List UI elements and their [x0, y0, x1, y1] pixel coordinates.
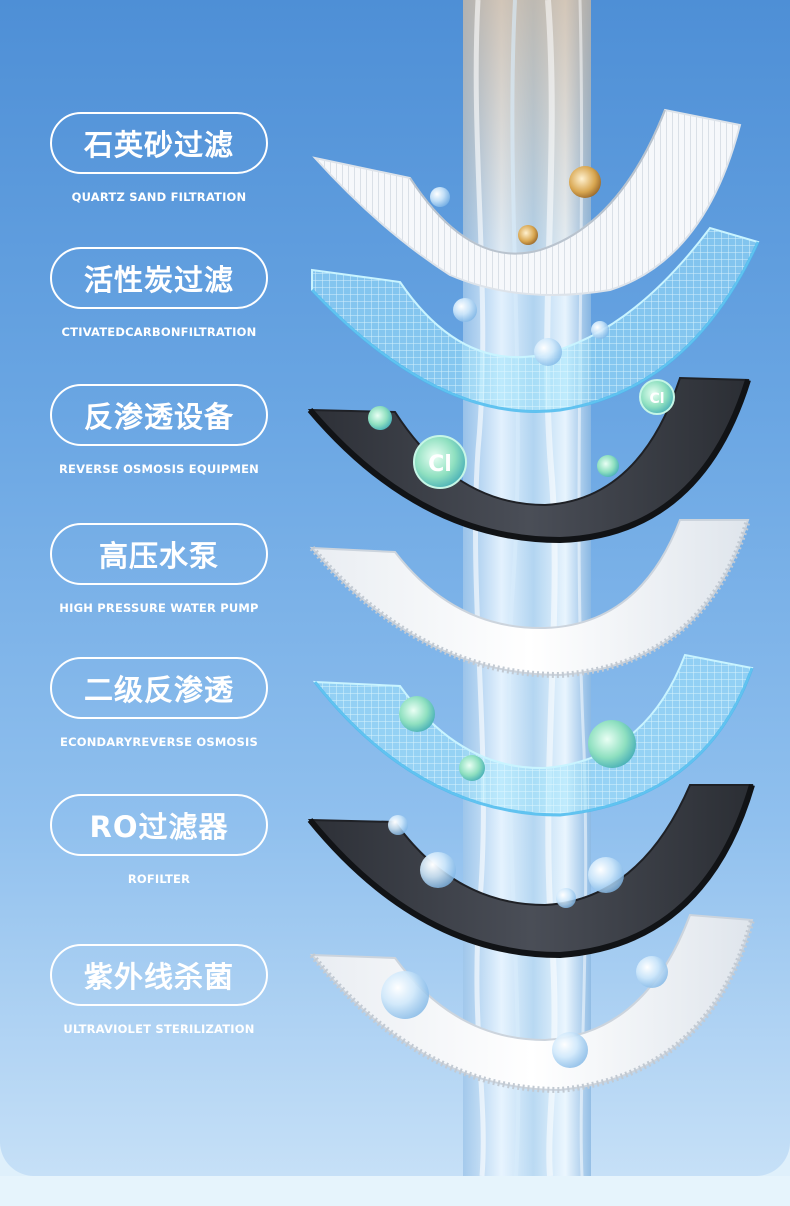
stage-subtitle: ECONDARYREVERSE OSMOSIS	[60, 735, 258, 749]
layer-reverse-osmosis	[307, 376, 751, 544]
stage-subtitle: ROFILTER	[127, 872, 191, 886]
layer-quartz-sand	[312, 108, 742, 296]
stage-secondary-reverse-osmosis: 二级反渗透 ECONDARYREVERSE OSMOSIS	[50, 657, 268, 749]
filtration-panel: Cl Cl 石英砂过滤 QUARTZ SAND FILTRATION 活性炭过滤…	[0, 0, 790, 1176]
stage-reverse-osmosis: 反渗透设备 REVERSE OSMOSIS EQUIPMEN	[50, 384, 268, 476]
particles	[368, 166, 668, 1068]
water-column	[463, 0, 591, 1176]
chlorine-label-left: Cl	[428, 452, 452, 477]
layer-activated-carbon	[310, 226, 760, 413]
layer-secondary-reverse-osmosis	[312, 653, 754, 817]
stage-ro-filter: RO过滤器 ROFILTER	[50, 794, 268, 886]
chlorine-molecule-left: Cl	[413, 435, 467, 489]
stage-subtitle: HIGH PRESSURE WATER PUMP	[59, 601, 259, 615]
stage-title: RO过滤器	[50, 794, 268, 856]
stage-subtitle: CTIVATEDCARBONFILTRATION	[61, 325, 257, 339]
stage-title: 高压水泵	[50, 523, 268, 585]
stage-subtitle: QUARTZ SAND FILTRATION	[71, 190, 247, 204]
chlorine-label-right: Cl	[649, 391, 664, 407]
stage-activated-carbon: 活性炭过滤 CTIVATEDCARBONFILTRATION	[50, 247, 268, 339]
stage-title: 二级反渗透	[50, 657, 268, 719]
bottom-strip	[0, 1176, 790, 1206]
stage-high-pressure-pump: 高压水泵 HIGH PRESSURE WATER PUMP	[50, 523, 268, 615]
stage-subtitle: REVERSE OSMOSIS EQUIPMEN	[59, 462, 259, 476]
stage-title: 活性炭过滤	[50, 247, 268, 309]
layer-high-pressure-pump	[309, 519, 751, 679]
stage-title: 反渗透设备	[50, 384, 268, 446]
stage-title: 紫外线杀菌	[50, 944, 268, 1006]
stage-uv-sterilization: 紫外线杀菌 ULTRAVIOLET STERILIZATION	[50, 944, 268, 1036]
chlorine-molecule-right: Cl	[639, 379, 675, 415]
stage-subtitle: ULTRAVIOLET STERILIZATION	[63, 1022, 255, 1036]
layer-uv-sterilization	[309, 913, 755, 1094]
filtration-illustration: Cl Cl	[307, 0, 760, 1176]
stage-quartz-sand: 石英砂过滤 QUARTZ SAND FILTRATION	[50, 112, 268, 204]
layer-ro-filter	[307, 784, 755, 959]
stage-title: 石英砂过滤	[50, 112, 268, 174]
